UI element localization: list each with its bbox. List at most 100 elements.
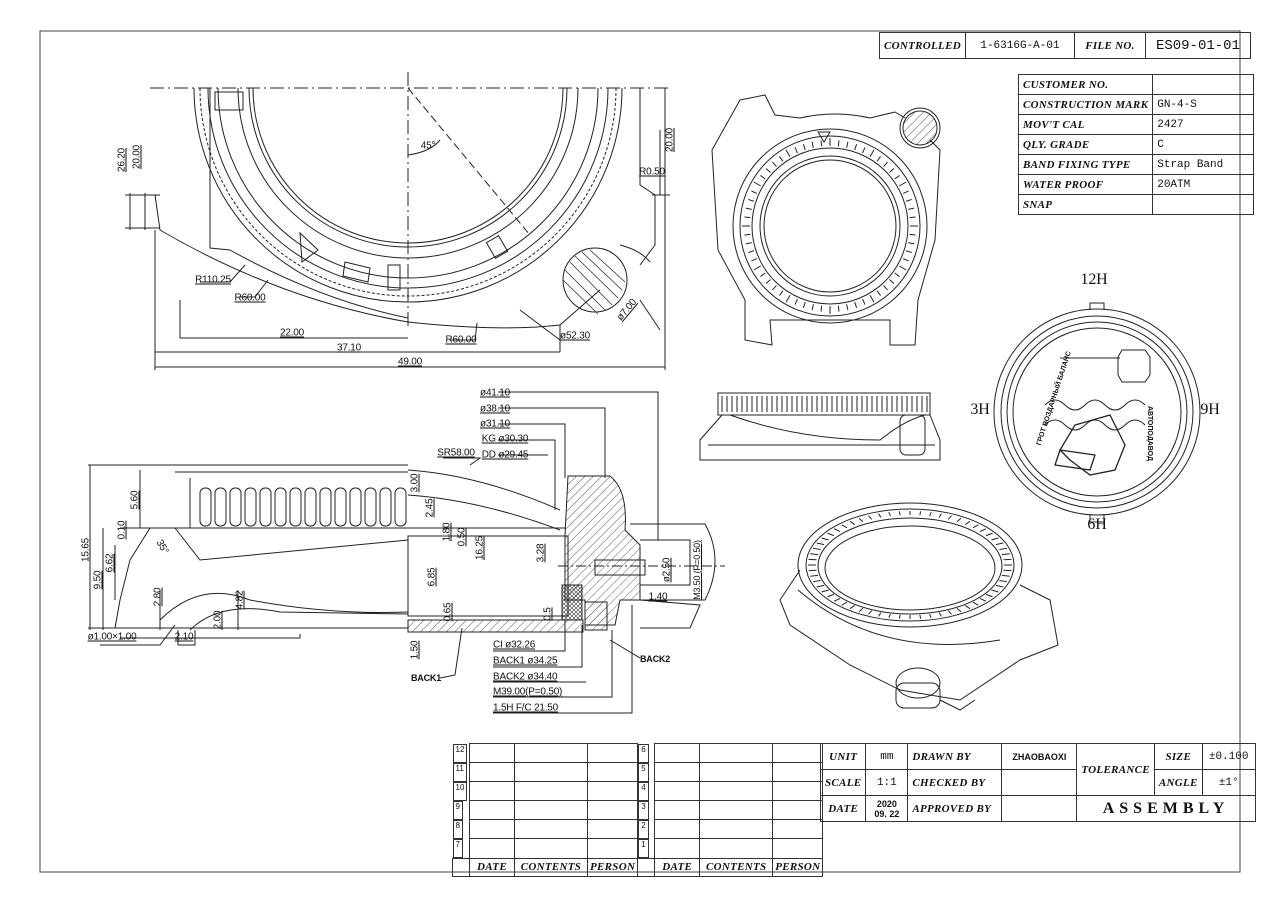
dim-3-00: 3.00 — [409, 473, 421, 493]
bezel-tick — [991, 537, 999, 541]
rev-cell — [469, 743, 515, 763]
controlled-label: CONTROLLED — [879, 32, 966, 59]
dim-r60-left: R60.00 — [234, 292, 266, 304]
dim-20-00-left: 20.00 — [131, 144, 143, 170]
dim-1-5h-fc: 1.5H F/C 21.50 — [493, 702, 559, 714]
rev-cell — [772, 743, 824, 763]
bezel-tick — [876, 290, 881, 296]
rev-mark: 9 — [452, 800, 463, 820]
bezel-tick — [765, 279, 771, 284]
rev-cell — [586, 819, 639, 839]
rev-mark: 7 — [452, 838, 463, 858]
knurl-tooth — [334, 487, 347, 527]
dim-dia-2-50: ø2.50 — [661, 557, 673, 583]
label-3h: 3H — [970, 401, 990, 418]
rev-cell — [514, 781, 588, 801]
dim-15-65: 15.65 — [80, 537, 92, 563]
dim-3-28: 3.28 — [535, 543, 547, 563]
bezel-tick — [919, 614, 922, 619]
bezel-tick — [785, 149, 791, 157]
rev-cell — [514, 838, 588, 859]
rev-cell — [586, 800, 639, 820]
scale-value: 1:1 — [865, 769, 909, 796]
rev-mark: 12 — [452, 743, 468, 763]
dim-sr58: SR58.00 — [437, 447, 475, 459]
dim-0-10: 0.10 — [116, 520, 128, 540]
dim-r60-right: R60.00 — [445, 334, 477, 346]
dim-m39: M39.00(P=0.50) — [493, 686, 563, 698]
bezel-tick — [905, 198, 912, 202]
knurl-tooth — [364, 487, 377, 527]
bezel-tick — [794, 298, 798, 305]
label-back1: BACK1 — [410, 673, 442, 683]
bezel-tick — [751, 190, 758, 194]
approved-by-value — [1001, 795, 1078, 822]
rev-cell — [654, 762, 701, 782]
dim-kg-30-30: KG ø30.30 — [481, 433, 529, 445]
rev-cell — [586, 838, 639, 859]
dim-26-20: 26.20 — [116, 147, 128, 173]
dim-0-65: 0.65 — [442, 602, 454, 622]
bezel-tick — [919, 511, 922, 516]
dim-back2-34-40: BACK2 ø34.40 — [493, 671, 558, 683]
dim-back1-34-25: BACK1 ø34.25 — [493, 655, 558, 667]
bezel-tick — [821, 589, 829, 593]
knurl-tooth — [394, 487, 407, 527]
label-6h: 6H — [1087, 516, 1107, 533]
dim-9-50: 9.50 — [92, 570, 104, 590]
bezel-tick — [888, 613, 891, 619]
bezel-tick — [748, 198, 755, 202]
bezel-tick — [899, 265, 907, 271]
knurl-tooth — [199, 487, 212, 527]
bezel-tick — [760, 175, 766, 180]
bezel-tick — [902, 190, 909, 194]
half-plan-view — [125, 72, 670, 370]
rev-mark: 1 — [638, 838, 649, 858]
checked-by-label: CHECKED BY — [907, 769, 1003, 796]
bezel-ticks — [742, 138, 918, 314]
bezel-tick — [748, 250, 755, 254]
dim-dd-29-45: DD ø29.45 — [481, 449, 529, 461]
bezel-tick — [802, 301, 806, 308]
bezel-tick — [979, 598, 987, 602]
bezel-tick — [820, 140, 823, 147]
rev-cell — [772, 838, 824, 859]
bezel-tick — [999, 547, 1008, 551]
bezel-tick — [995, 584, 1004, 588]
bezel-tick — [1001, 574, 1010, 577]
dim-20-00-right: 20.00 — [664, 127, 676, 153]
bezel-tick — [849, 520, 856, 525]
bezel-tick — [956, 607, 962, 613]
spec-label: MOV'T CAL — [1017, 114, 1154, 135]
bezel-tick — [894, 175, 900, 180]
rev-cell — [469, 819, 515, 839]
bezel-tick — [751, 258, 758, 262]
bezel-tick — [772, 161, 777, 167]
rev-header-contents: CONTENTS — [514, 857, 588, 877]
rev-cell — [699, 743, 774, 763]
spec-label: BAND FIXING TYPE — [1017, 154, 1154, 175]
dim-1-40: 1.40 — [648, 591, 668, 603]
bezel-tick — [898, 614, 901, 619]
bezel-tick — [837, 140, 840, 147]
logo-text-right: АВТОПОДАВОД — [1146, 405, 1154, 462]
bezel-tick — [889, 168, 895, 173]
bezel-tick — [841, 524, 848, 529]
rev-mark: 2 — [638, 819, 649, 839]
scale-label: SCALE — [819, 769, 867, 796]
bezel-tick — [876, 156, 881, 162]
bezel-tick — [894, 272, 900, 277]
spec-value: 20ATM — [1152, 174, 1255, 195]
rev-header-date: DATE — [654, 857, 701, 877]
bezel-tick — [889, 279, 895, 284]
bezel-tick — [854, 301, 858, 308]
knurl-tooth — [244, 487, 257, 527]
